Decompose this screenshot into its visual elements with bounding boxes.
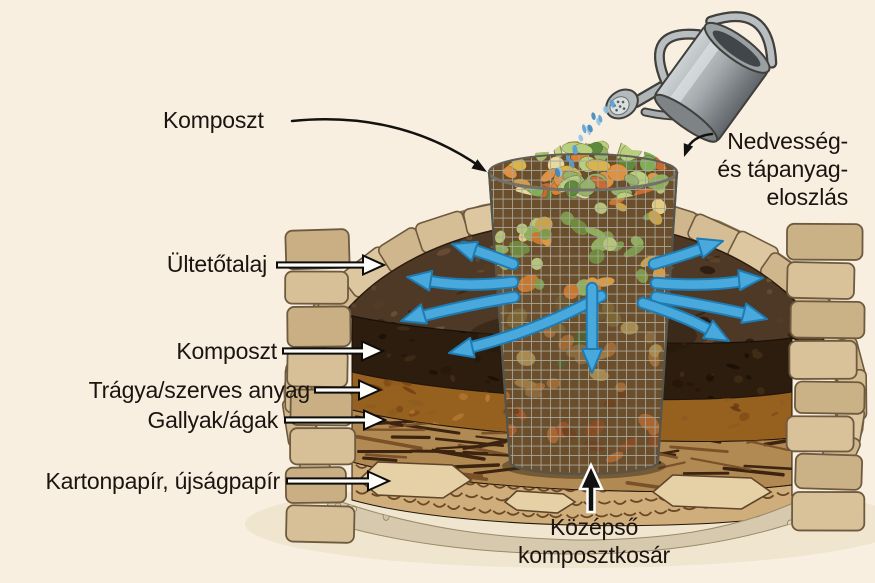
connector-komposzt-top	[290, 118, 484, 170]
basket-front-rim	[487, 171, 679, 192]
nutrient-flow-arrows	[400, 237, 768, 374]
basket-bottom-edge	[508, 461, 660, 476]
label-nedvesseg: Nedvesség- és tápanyag- eloszlás	[648, 127, 848, 211]
arrow-tragya	[314, 378, 383, 402]
label-kartonpapir: Kartonpapír, újságpapír	[45, 468, 280, 494]
label-komposzt-top: Komposzt	[163, 107, 264, 133]
arrow-kozepso	[578, 461, 604, 514]
layer-cardboard-slabs	[357, 461, 773, 514]
label-nedvesseg-line2: és tápanyag-	[717, 156, 848, 182]
arrow-kartonpapir	[286, 469, 392, 493]
label-komposzt-layer: Komposzt	[176, 338, 277, 364]
arrow-komposzt-layer	[282, 339, 386, 363]
sprinkler-rose	[605, 88, 639, 120]
label-kozepso-line1: Középső	[549, 514, 639, 540]
arrow-gallyak	[284, 408, 388, 432]
label-nedvesseg-line3: eloszlás	[766, 184, 849, 210]
label-kozepso: Középső komposztkosár	[470, 513, 718, 569]
compost-basket	[487, 140, 679, 476]
water-drops	[554, 99, 616, 178]
label-ultetotalaj: Ültetőtalaj	[166, 251, 267, 277]
label-tragya: Trágya/szerves anyag	[88, 377, 311, 403]
label-kozepso-line2: komposztkosár	[517, 542, 671, 568]
label-gallyak: Gallyak/ágak	[147, 407, 278, 433]
watering-can-icon	[554, 11, 778, 178]
label-nedvesseg-line1: Nedvesség-	[727, 128, 848, 154]
arrow-ultetotalaj	[276, 253, 387, 277]
stone-wall-right	[785, 222, 866, 532]
callout-arrows	[276, 118, 714, 514]
